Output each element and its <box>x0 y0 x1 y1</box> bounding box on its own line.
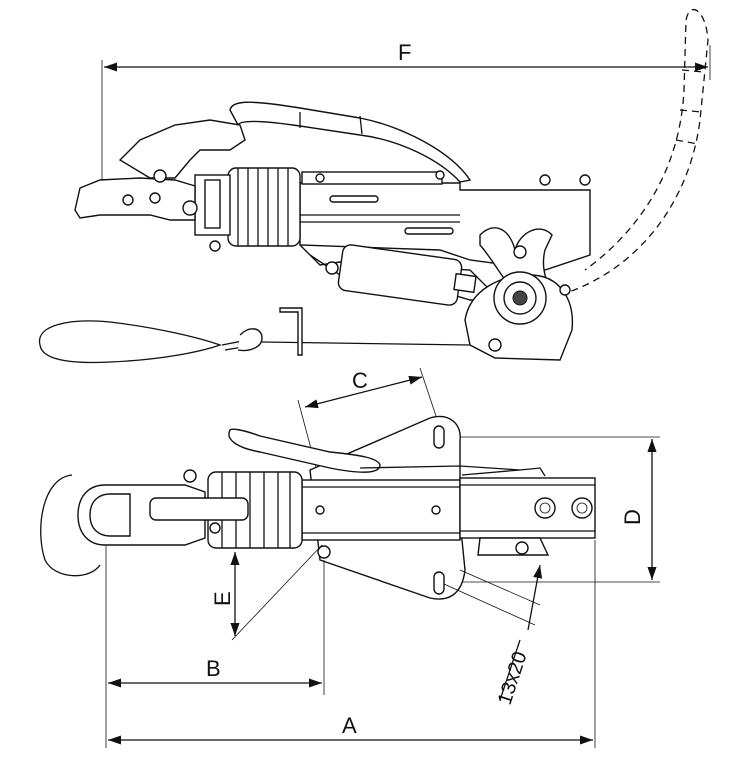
dim-label-c: C <box>352 368 368 393</box>
coupling-head-side <box>74 119 246 252</box>
dim-label-slot: 13x20 <box>494 649 532 708</box>
dim-label-b: B <box>206 656 221 681</box>
side-view: F <box>39 8 711 364</box>
dim-label-f: F <box>398 40 411 65</box>
top-view: C D <box>40 367 660 748</box>
bolt-2 <box>571 497 593 519</box>
handbrake-lever <box>229 101 472 183</box>
coupling-head-top <box>40 469 249 577</box>
dimension-b: B <box>105 545 325 748</box>
handle-raised-dashed <box>559 8 709 296</box>
dimension-a: A <box>108 540 596 748</box>
dimension-d: D <box>445 436 660 583</box>
dim-label-a: A <box>342 713 357 738</box>
breakaway-cable <box>39 307 471 364</box>
handbrake-lever-top <box>228 428 381 473</box>
bolt-1 <box>534 497 556 519</box>
shock-absorber <box>337 244 463 306</box>
dim-label-d: D <box>620 509 645 525</box>
bellows-side <box>227 167 301 247</box>
dim-label-e: E <box>210 591 235 606</box>
dimension-e: E <box>210 544 323 641</box>
dimension-f: F <box>101 40 711 190</box>
